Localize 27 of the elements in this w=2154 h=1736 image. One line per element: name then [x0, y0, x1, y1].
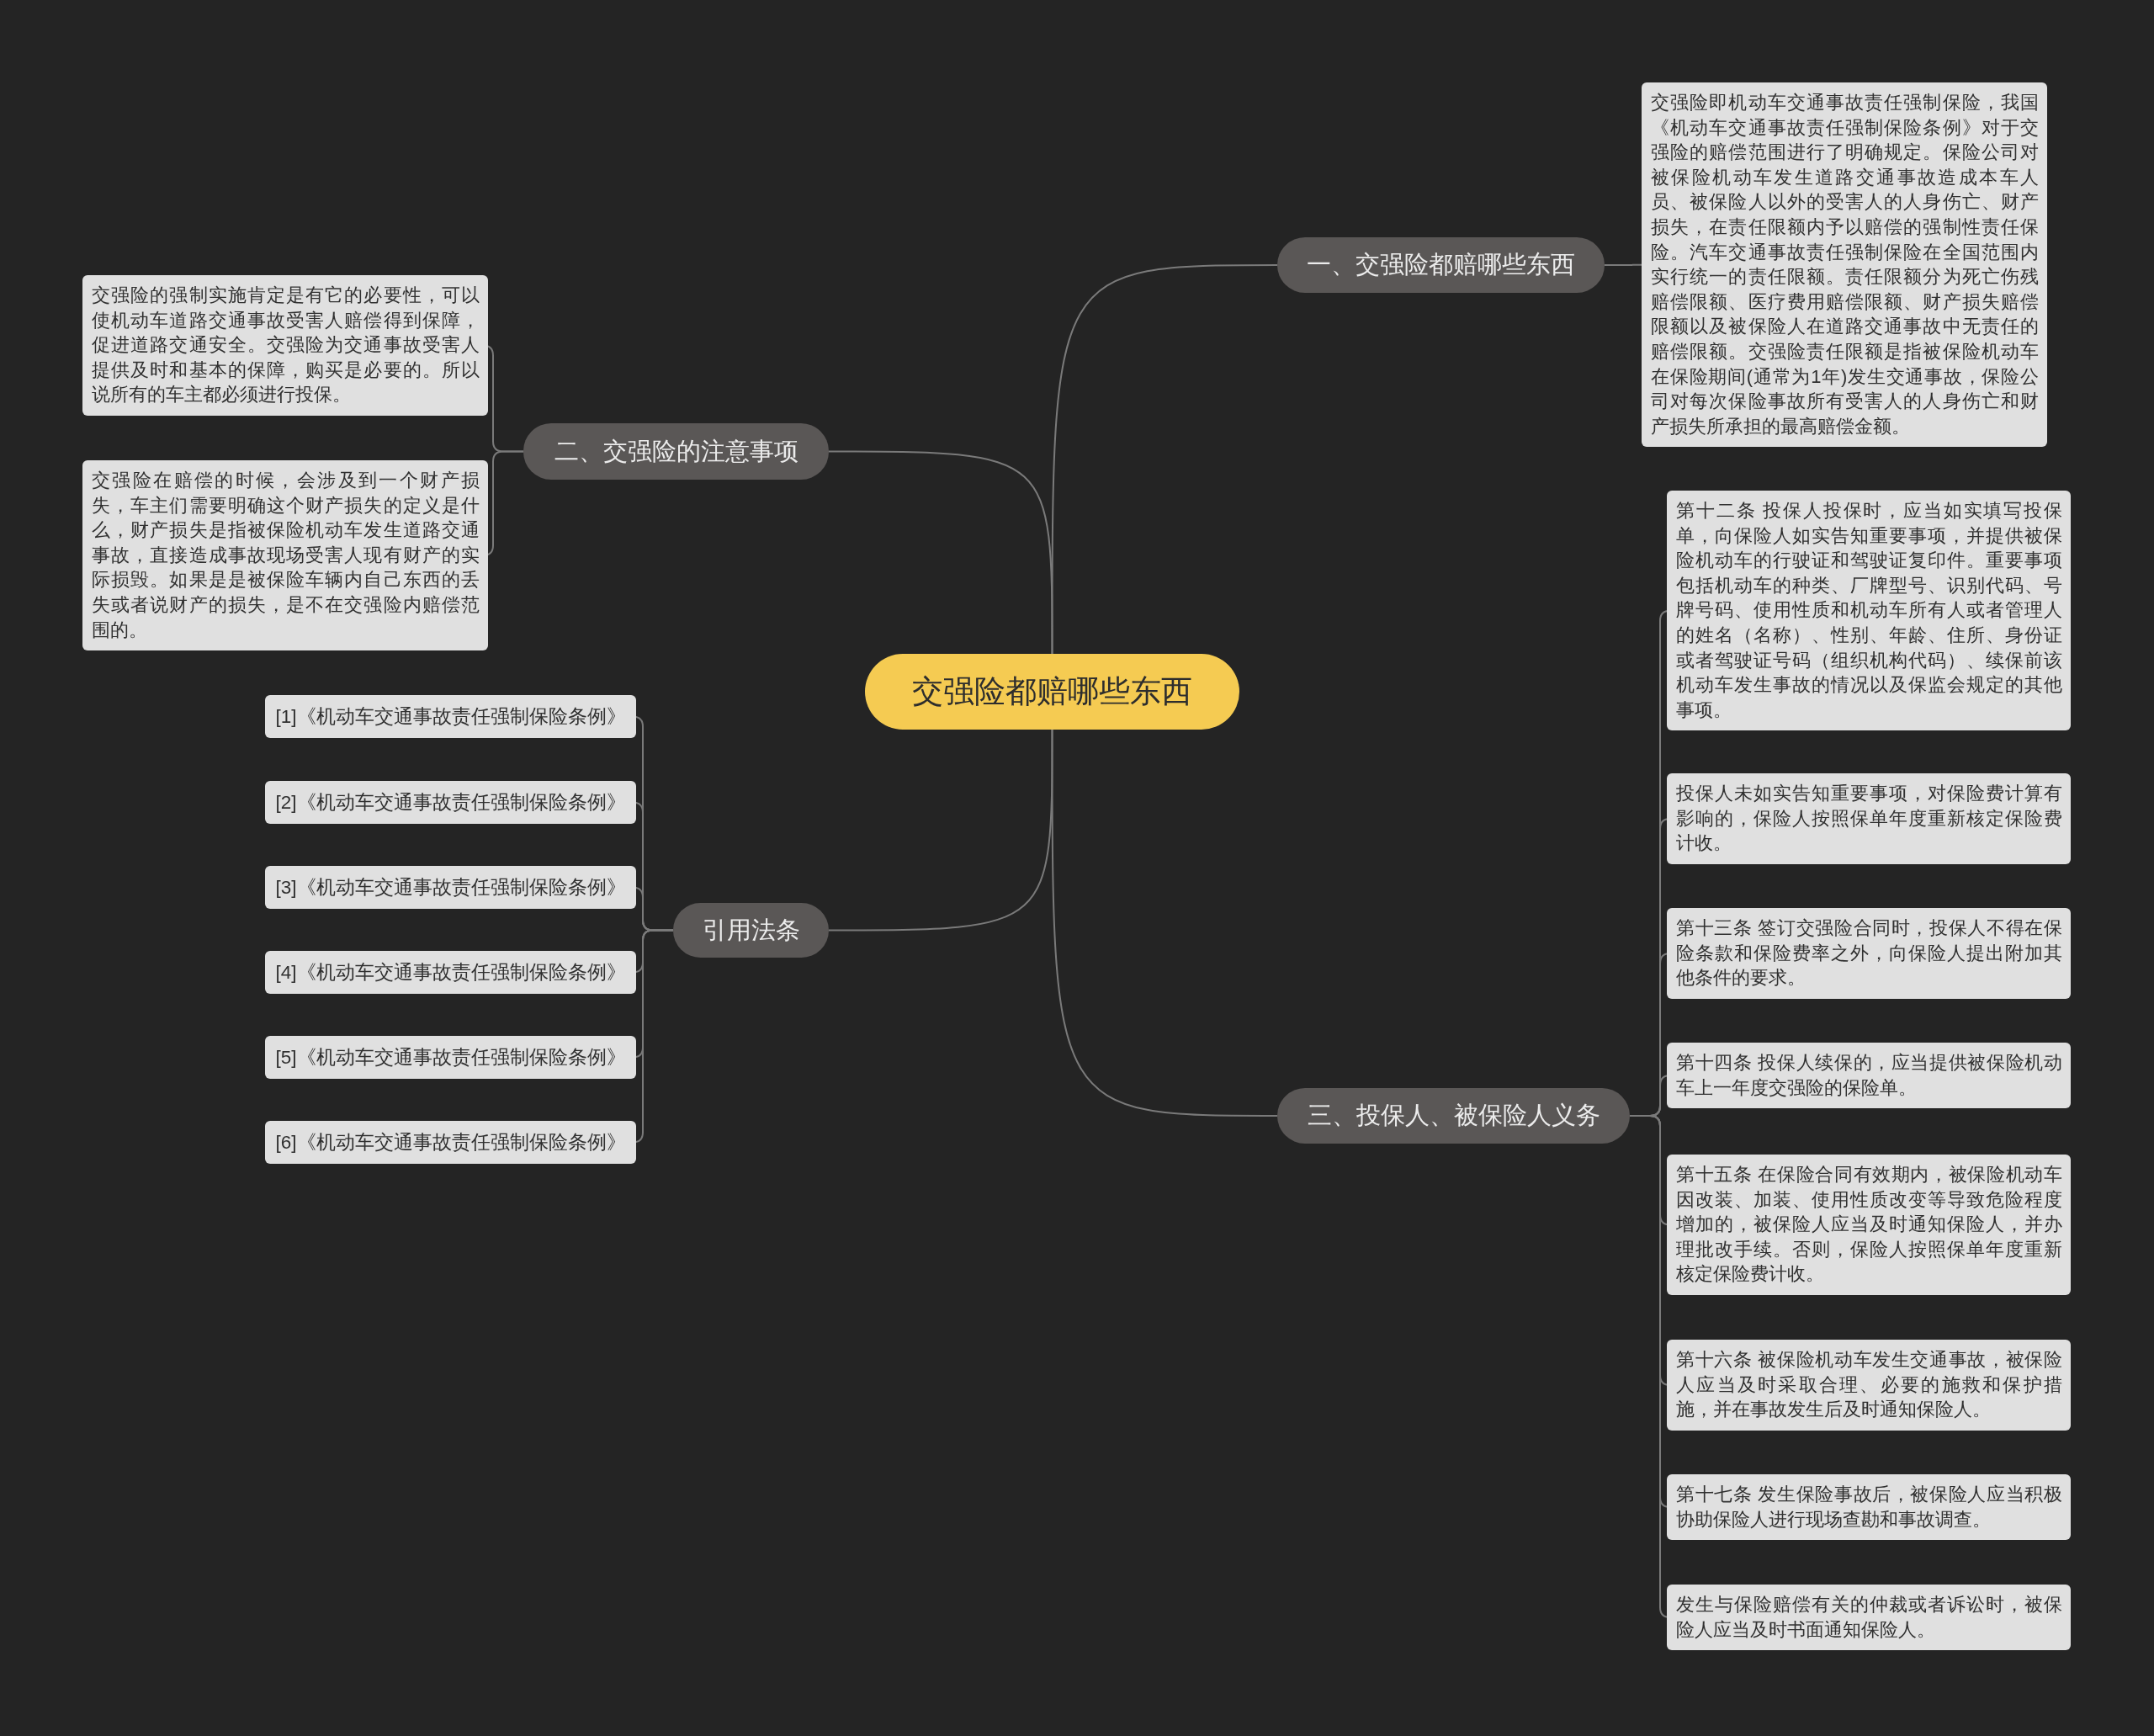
note-card: 第十二条 投保人投保时，应当如实填写投保单，向保险人如实告知重要事项，并提供被保险机动车的行驶证和驾驶证复印件。重要事项包括机动车的种类、厂牌型号、识别代码、号牌号码、使用性质和机动车所有人或者管理人的姓名（名称）、性别、年龄、住所、身份证或者驾驶证号码（组织机构代码）、续保前该机动车发生事故的情况以及保监会规定的其他事项。 [1667, 491, 2071, 731]
note-card: 第十三条 签订交强险合同时，投保人不得在保险条款和保险费率之外，向保险人提出附加其他条件的要求。 [1667, 908, 2071, 999]
reference-card: [3]《机动车交通事故责任强制保险条例》 [265, 866, 636, 909]
connector-line [1051, 729, 1278, 1117]
branch-topic: 引用法条 [673, 903, 829, 958]
note-card: 第十五条 在保险合同有效期内，被保险机动车因改装、加装、使用性质改变等导致危险程度增加的，被保险人应当及时通知保险人，并办理批改手续。否则，保险人按照保单年度重新核定保险费计收。 [1667, 1155, 2071, 1295]
note-card: 第十七条 发生保险事故后，被保险人应当积极协助保险人进行现场查勘和事故调查。 [1667, 1474, 2071, 1541]
connector-line [1604, 263, 1642, 266]
central-topic: 交强险都赔哪些东西 [865, 654, 1239, 730]
reference-card: [5]《机动车交通事故责任强制保险条例》 [265, 1036, 636, 1079]
branch-topic: 三、投保人、被保险人义务 [1277, 1088, 1630, 1144]
connector-line [828, 729, 1053, 932]
branch-topic: 二、交强险的注意事项 [523, 423, 829, 480]
reference-card: [2]《机动车交通事故责任强制保险条例》 [265, 781, 636, 824]
note-card: 第十四条 投保人续保的，应当提供被保险机动车上一年度交强险的保险单。 [1667, 1043, 2071, 1109]
note-card: 交强险即机动车交通事故责任强制保险，我国《机动车交通事故责任强制保险条例》对于交强险的赔偿范围进行了明确规定。保险公司对被保险机动车发生道路交通事故造成本车人员、被保险人以外的受害人的人身伤亡、财产损失，在责任限额内予以赔偿的强制性责任保险。汽车交通事故责任强制保险在全国范围内实行统一的责任限额。责任限额分为死亡伤残赔偿限额、医疗费用赔偿限额、财产损失赔偿限额以及被保险人在道路交通事故中无责任的赔偿限额。交强险责任限额是指被保险机动车在保险期间(通常为1年)发生交通事故，保险公司对每次保险事故所有受害人的人身伤亡和财产损失所承担的最高赔偿金额。 [1642, 82, 2047, 448]
connector-line [828, 450, 1053, 655]
connector-line [1051, 264, 1278, 655]
note-card: 投保人未如实告知重要事项，对保险费计算有影响的，保险人按照保单年度重新核定保险费计收。 [1667, 773, 2071, 864]
branch-topic: 一、交强险都赔哪些东西 [1277, 237, 1605, 293]
reference-card: [4]《机动车交通事故责任强制保险条例》 [265, 951, 636, 994]
note-card: 交强险的强制实施肯定是有它的必要性，可以使机动车道路交通事故受害人赔偿得到保障，促进道路交通安全。交强险为交通事故受害人提供及时和基本的保障，购买是必要的。所以说所有的车主都必须进行投保。 [82, 275, 488, 416]
reference-card: [6]《机动车交通事故责任强制保险条例》 [265, 1121, 636, 1164]
reference-card: [1]《机动车交通事故责任强制保险条例》 [265, 695, 636, 738]
note-card: 交强险在赔偿的时候，会涉及到一个财产损失，车主们需要明确这个财产损失的定义是什么，财产损失是指被保险机动车发生道路交通事故，直接造成事故现场受害人现有财产的实际损毁。如果是是被保险车辆内自己东西的丢失或者说财产的损失，是不在交强险内赔偿范围的。 [82, 460, 488, 651]
note-card: 发生与保险赔偿有关的仲裁或者诉讼时，被保险人应当及时书面通知保险人。 [1667, 1585, 2071, 1651]
note-card: 第十六条 被保险机动车发生交通事故，被保险人应当及时采取合理、必要的施救和保护措施，并在事故发生后及时通知保险人。 [1667, 1340, 2071, 1431]
